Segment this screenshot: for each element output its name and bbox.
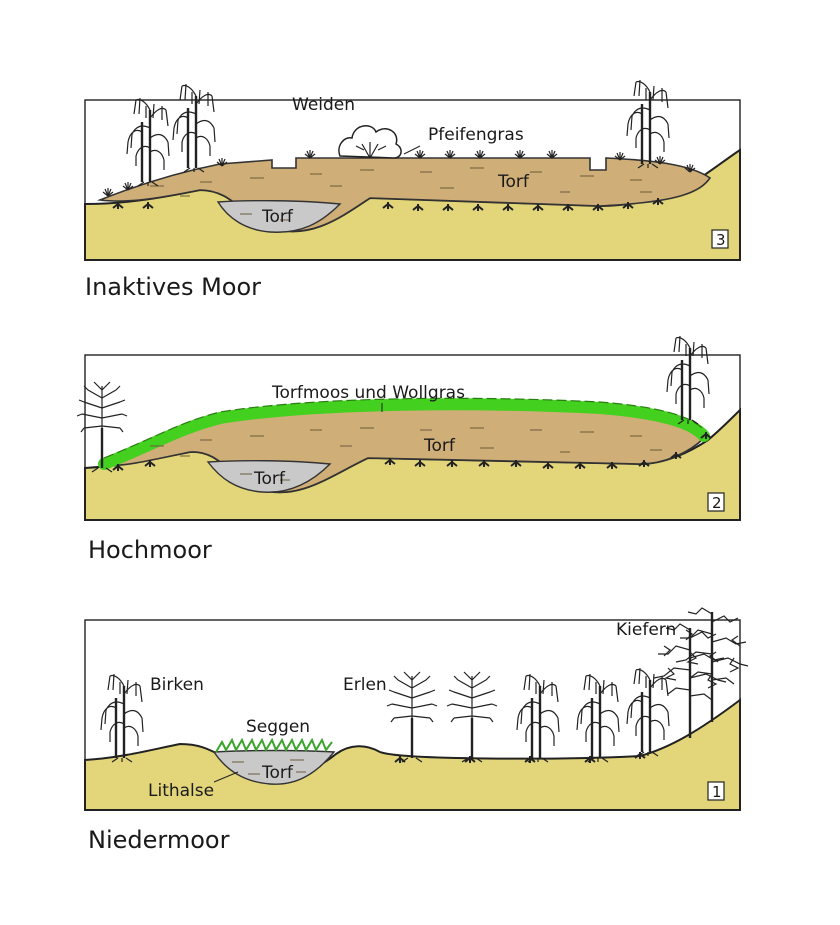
panel-title: Niedermoor (88, 826, 230, 854)
panel-title: Inaktives Moor (85, 273, 261, 301)
panel-inactive-bog: Weiden Pfeifengras Torf Torf 3 Inaktives… (85, 80, 740, 301)
label-peat: Torf (497, 172, 530, 192)
birch-tree (517, 674, 559, 762)
birch-tree (101, 674, 143, 762)
label-pond-peat: Torf (253, 469, 286, 489)
panel-number: 3 (716, 231, 726, 249)
birch-tree (667, 336, 709, 424)
label-willows: Weiden (292, 95, 355, 115)
label-pond-peat: Torf (261, 763, 294, 783)
label-pines: Kiefern (616, 620, 676, 640)
label-pond-peat: Torf (261, 207, 294, 227)
birch-tree (127, 98, 169, 186)
alder-tree (447, 672, 497, 762)
panel-fen: Birken Erlen Kiefern Seggen Torf Lithals… (85, 608, 748, 854)
birch-tree (577, 674, 619, 762)
label-peat: Torf (423, 436, 456, 456)
birch-tree (627, 80, 669, 168)
willow-bush (339, 126, 401, 158)
alder-tree (387, 672, 437, 762)
panel-number: 1 (712, 783, 722, 801)
panel-number: 2 (712, 494, 722, 512)
birch-tree (173, 84, 215, 172)
label-sedges: Seggen (246, 717, 310, 737)
panel-title: Hochmoor (88, 536, 212, 564)
label-sphagnum-cottongrass: Torfmoos und Wollgras (271, 383, 465, 403)
label-purple-moor-grass: Pfeifengras (428, 125, 524, 145)
label-alders: Erlen (343, 675, 387, 695)
birch-tree (627, 668, 669, 756)
label-lithalsa: Lithalse (148, 781, 214, 801)
panel-raised-bog: Torfmoos und Wollgras Torf Torf 2 Hochmo… (77, 336, 740, 564)
label-birches: Birken (150, 675, 204, 695)
